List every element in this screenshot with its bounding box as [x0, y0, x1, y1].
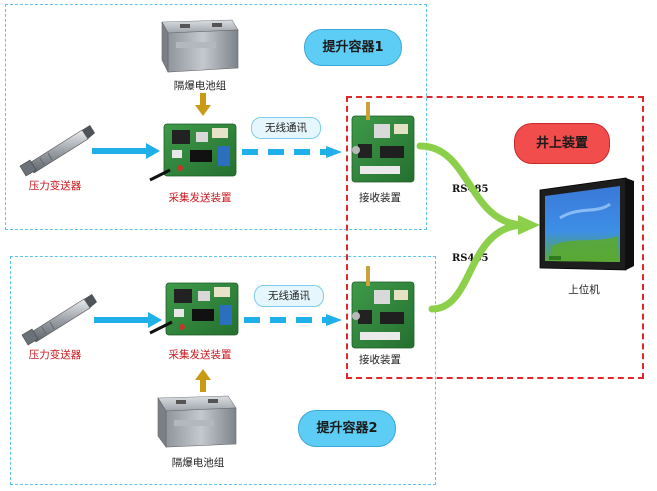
sensor-top-caption: 压力变送器 [28, 180, 82, 192]
receiver-bottom-caption: 接收装置 [359, 354, 401, 366]
arrow-battery-to-sender-top [195, 93, 211, 116]
sender-top-caption: 采集发送装置 [168, 192, 232, 204]
rs485-arrowhead [518, 215, 540, 235]
lift-container-1-label: 提升容器1 [304, 29, 402, 66]
arrow-sensor-to-sender-top [92, 143, 160, 159]
sender-bottom-caption: 采集发送装置 [168, 349, 232, 361]
battery-top-caption: 隔爆电池组 [173, 80, 227, 92]
rs485-link-bottom [428, 221, 526, 313]
lift-container-2-box [10, 256, 436, 485]
sensor-bottom-caption: 压力变送器 [28, 349, 82, 361]
host-computer-icon [539, 177, 634, 271]
battery-pack-bottom-icon [157, 395, 237, 448]
wireless-label-bottom: 无线通讯 [254, 285, 324, 307]
lift-container-2-label: 提升容器2 [298, 410, 396, 447]
acquisition-sender-bottom-icon [149, 282, 239, 336]
acquisition-sender-top-icon [149, 123, 237, 182]
receiver-top-caption: 接收装置 [359, 192, 401, 204]
receiver-top-icon [351, 102, 415, 183]
host-caption: 上位机 [568, 284, 600, 296]
wireless-label-top: 无线通讯 [251, 117, 321, 139]
battery-bottom-caption: 隔爆电池组 [171, 457, 225, 469]
pressure-transmitter-top-icon [19, 125, 95, 177]
well-equipment-label: 井上装置 [514, 123, 610, 164]
arrow-sensor-to-sender-bottom [94, 312, 162, 328]
rs485-link-top [416, 142, 526, 229]
pressure-transmitter-bottom-icon [21, 294, 97, 346]
lift-container-1-box [5, 4, 427, 230]
battery-pack-top-icon [161, 19, 239, 73]
wireless-link-bottom [244, 314, 342, 326]
rs485-label-bottom: RS485 [452, 253, 489, 264]
wireless-link-top [242, 146, 342, 158]
arrow-battery-to-sender-bottom [195, 369, 211, 392]
well-equipment-box [346, 96, 644, 379]
receiver-bottom-icon [351, 266, 415, 349]
